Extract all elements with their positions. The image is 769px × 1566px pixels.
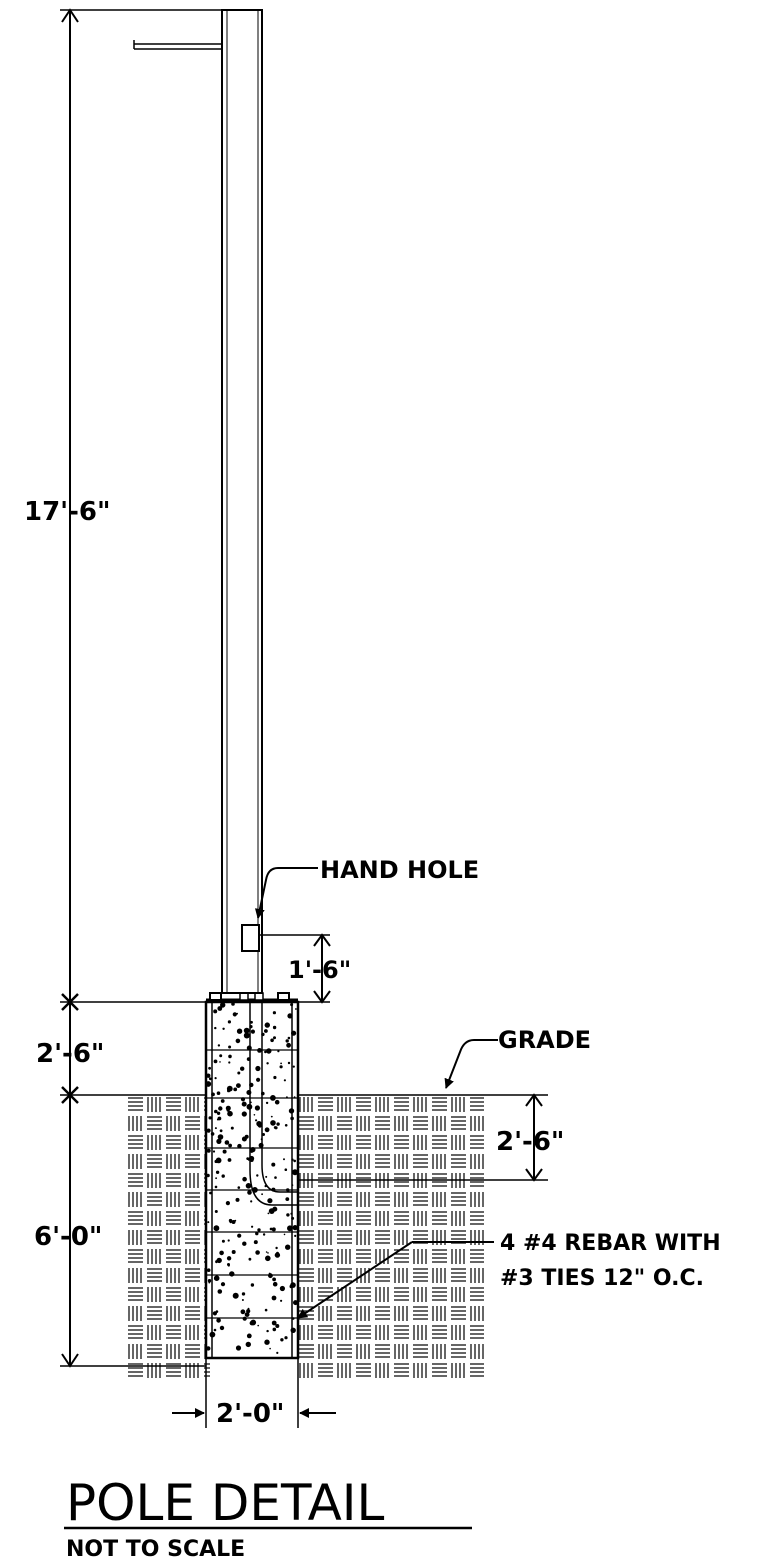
dimension-pier-above-grade: 2'-6" [36, 1002, 104, 1095]
pole [133, 9, 263, 994]
label-grade: GRADE [498, 1026, 591, 1054]
soil-right [298, 1095, 484, 1380]
label-pole-height: 17'-6" [24, 497, 111, 527]
concrete-pier [204, 1000, 300, 1360]
label-hand-hole: HAND HOLE [320, 856, 479, 884]
rebar-ties [206, 1049, 298, 1319]
dimension-grade-to-rebar: 2'-6" [298, 1093, 564, 1182]
callout-rebar: 4 #4 REBAR WITH #3 TIES 12" O.C. [297, 1231, 721, 1319]
label-pier-below-grade: 6'-0" [34, 1222, 102, 1252]
dimension-pier-width: 2'-0" [172, 1358, 336, 1429]
label-rebar-line2: #3 TIES 12" O.C. [500, 1266, 704, 1291]
dimension-hand-hole-height: 1'-6" [259, 933, 351, 1004]
drawing-subtitle: NOT TO SCALE [66, 1537, 245, 1562]
hand-hole [241, 924, 260, 952]
dimension-pier-below-grade: 6'-0" [34, 1095, 102, 1368]
label-grade-to-rebar: 2'-6" [496, 1127, 564, 1157]
drawing-title: POLE DETAIL [66, 1474, 385, 1532]
dimension-pole-height: 17'-6" [24, 8, 222, 1002]
soil-left [126, 1095, 210, 1380]
label-rebar-line1: 4 #4 REBAR WITH [500, 1231, 721, 1256]
callout-hand-hole: HAND HOLE [254, 856, 479, 919]
conduit [249, 1002, 298, 1206]
title-block: POLE DETAIL NOT TO SCALE [64, 1474, 472, 1562]
base-plate [206, 992, 298, 1002]
label-pier-width: 2'-0" [216, 1399, 284, 1429]
callout-grade: GRADE [444, 1026, 591, 1089]
label-pier-above-grade: 2'-6" [36, 1039, 104, 1069]
label-hand-hole-height: 1'-6" [288, 956, 351, 984]
